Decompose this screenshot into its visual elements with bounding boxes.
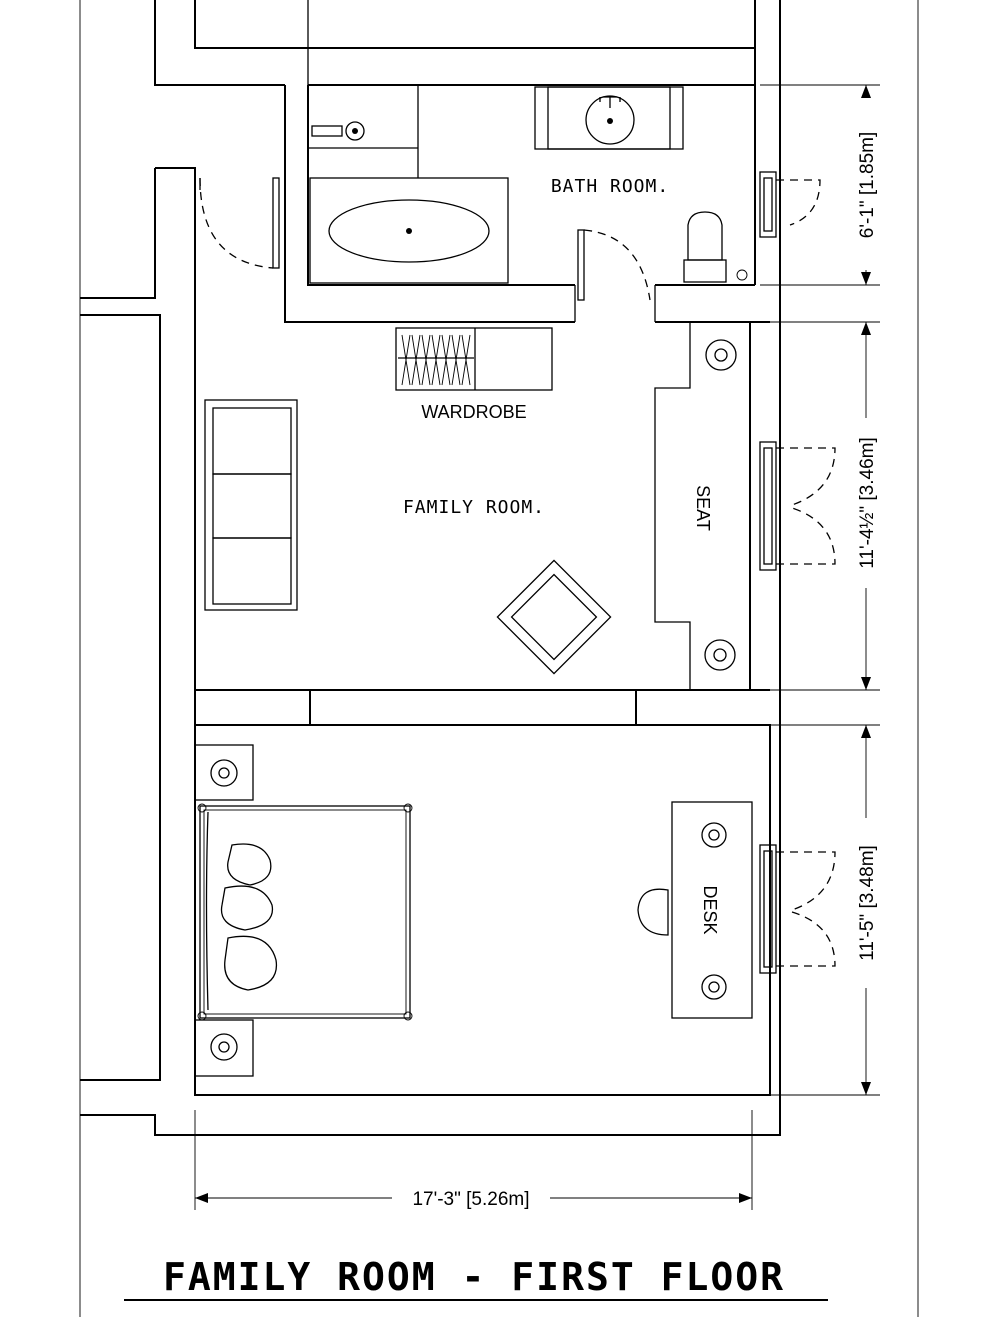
desk-label: DESK: [700, 885, 720, 934]
page-frame: [79, 0, 919, 1317]
bedroom: DESK: [194, 744, 836, 1077]
lamp-icon: [704, 339, 737, 671]
hall-door: [199, 177, 280, 269]
nightstand-top: [194, 744, 254, 801]
family-room-label: FAMILY ROOM.: [403, 497, 545, 518]
lamp-icon: [210, 759, 238, 1061]
tub-drain-icon: [406, 228, 412, 234]
desk: [637, 801, 753, 1019]
dimension-lines: [194, 84, 880, 1210]
bathtub: [309, 177, 509, 284]
bathroom-label: BATH ROOM.: [551, 176, 669, 197]
nightstand-bottom: [194, 1019, 254, 1077]
bathtub-basin: [328, 199, 490, 263]
desk-chair: [637, 888, 669, 936]
seat-label: SEAT: [693, 485, 713, 531]
overall-width-dimension: 17'-3" [5.26m]: [412, 1189, 529, 1210]
shower-valve-icon: [311, 121, 365, 141]
bed: [197, 803, 413, 1021]
bedroom-height-dimension: 11'-5" [3.48m]: [857, 845, 878, 961]
family-height-dimension: 11'-4½" [3.46m]: [857, 437, 878, 568]
bath-window: [759, 171, 821, 238]
bath-height-dimension: 6'-1" [1.85m]: [857, 132, 878, 238]
bedroom-window-door: [759, 844, 836, 974]
outer-walls: [80, 0, 781, 1136]
bathroom-door: [577, 229, 651, 301]
sink-icon: [585, 95, 635, 145]
armchair: [496, 559, 612, 675]
toilet-icon: [683, 211, 748, 283]
bathroom: BATH ROOM.: [284, 84, 821, 323]
wardrobe-label: WARDROBE: [421, 402, 526, 422]
sofa: [204, 399, 298, 611]
family-room: WARDROBE FAMILY ROOM. SEAT: [204, 322, 836, 690]
drawing-title: FAMILY ROOM - FIRST FLOOR: [163, 1255, 785, 1299]
family-window-door: [759, 441, 836, 571]
upper-room-fragment: [194, 0, 756, 85]
wardrobe: [395, 327, 553, 391]
